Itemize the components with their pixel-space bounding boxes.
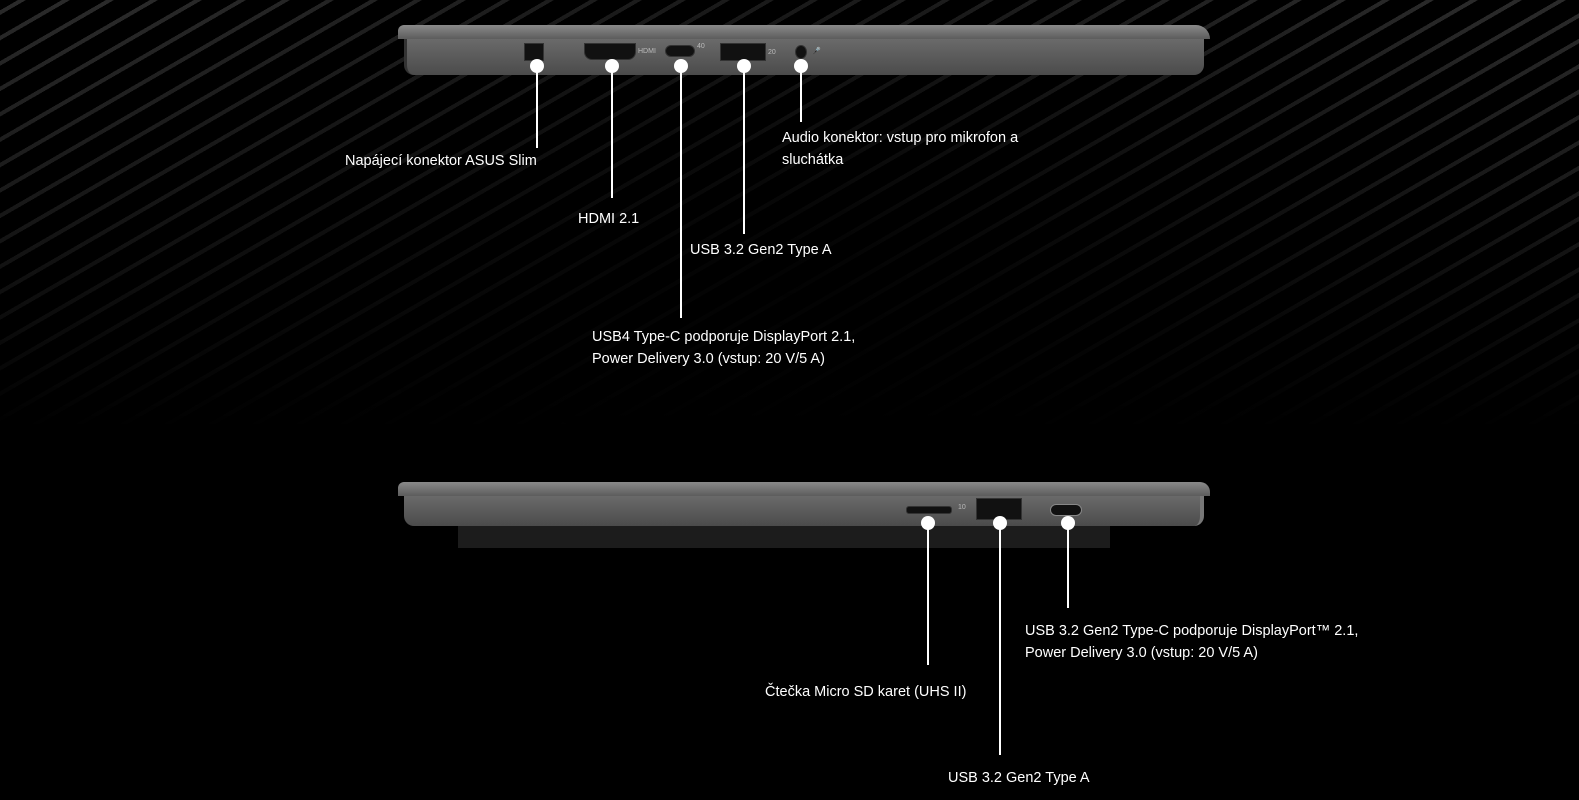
laptop-base — [404, 496, 1204, 526]
laptop-right-side: 10 — [398, 482, 1210, 552]
hdmi-mark: HDMI — [638, 48, 656, 55]
thunderbolt-icon: 40 — [697, 43, 705, 50]
audio-label-line2: sluchátka — [782, 152, 844, 168]
usb-a-line — [743, 66, 745, 234]
audio-line — [800, 66, 802, 122]
power-label: Napájecí konektor ASUS Slim — [345, 153, 537, 169]
headset-icon: 🎤 — [812, 48, 821, 55]
hdmi-port — [584, 43, 636, 60]
power-line — [536, 66, 538, 148]
hdmi-line — [611, 66, 613, 198]
hdmi-label: HDMI 2.1 — [578, 211, 640, 227]
usb-c-line — [1067, 523, 1069, 608]
audio-jack — [795, 45, 807, 59]
micro-sd-slot — [906, 506, 952, 514]
laptop-lid — [398, 482, 1210, 496]
usb-speed-mark: 20 — [768, 49, 776, 56]
usb4-label-line1: USB4 Type-C podporuje DisplayPort 2.1, — [592, 329, 856, 345]
usb-c-label-line2: Power Delivery 3.0 (vstup: 20 V/5 A) — [1025, 645, 1258, 661]
usb4-port — [665, 45, 695, 57]
usb-speed-mark: 10 — [958, 504, 966, 511]
audio-label-line1: Audio konektor: vstup pro mikrofon a — [782, 130, 1019, 146]
usb-c-port — [1050, 504, 1082, 516]
sd-line — [927, 523, 929, 665]
laptop-lid — [398, 25, 1210, 39]
sd-label: Čtečka Micro SD karet (UHS II) — [765, 684, 967, 700]
usb-a-label: USB 3.2 Gen2 Type A — [690, 242, 832, 258]
usb4-label-line2: Power Delivery 3.0 (vstup: 20 V/5 A) — [592, 351, 825, 367]
usb-a-label-bottom: USB 3.2 Gen2 Type A — [948, 770, 1090, 786]
usb-a-line-bottom — [999, 523, 1001, 755]
usb-c-label-line1: USB 3.2 Gen2 Type-C podporuje DisplayPor… — [1025, 623, 1359, 639]
usb4-line — [680, 66, 682, 318]
